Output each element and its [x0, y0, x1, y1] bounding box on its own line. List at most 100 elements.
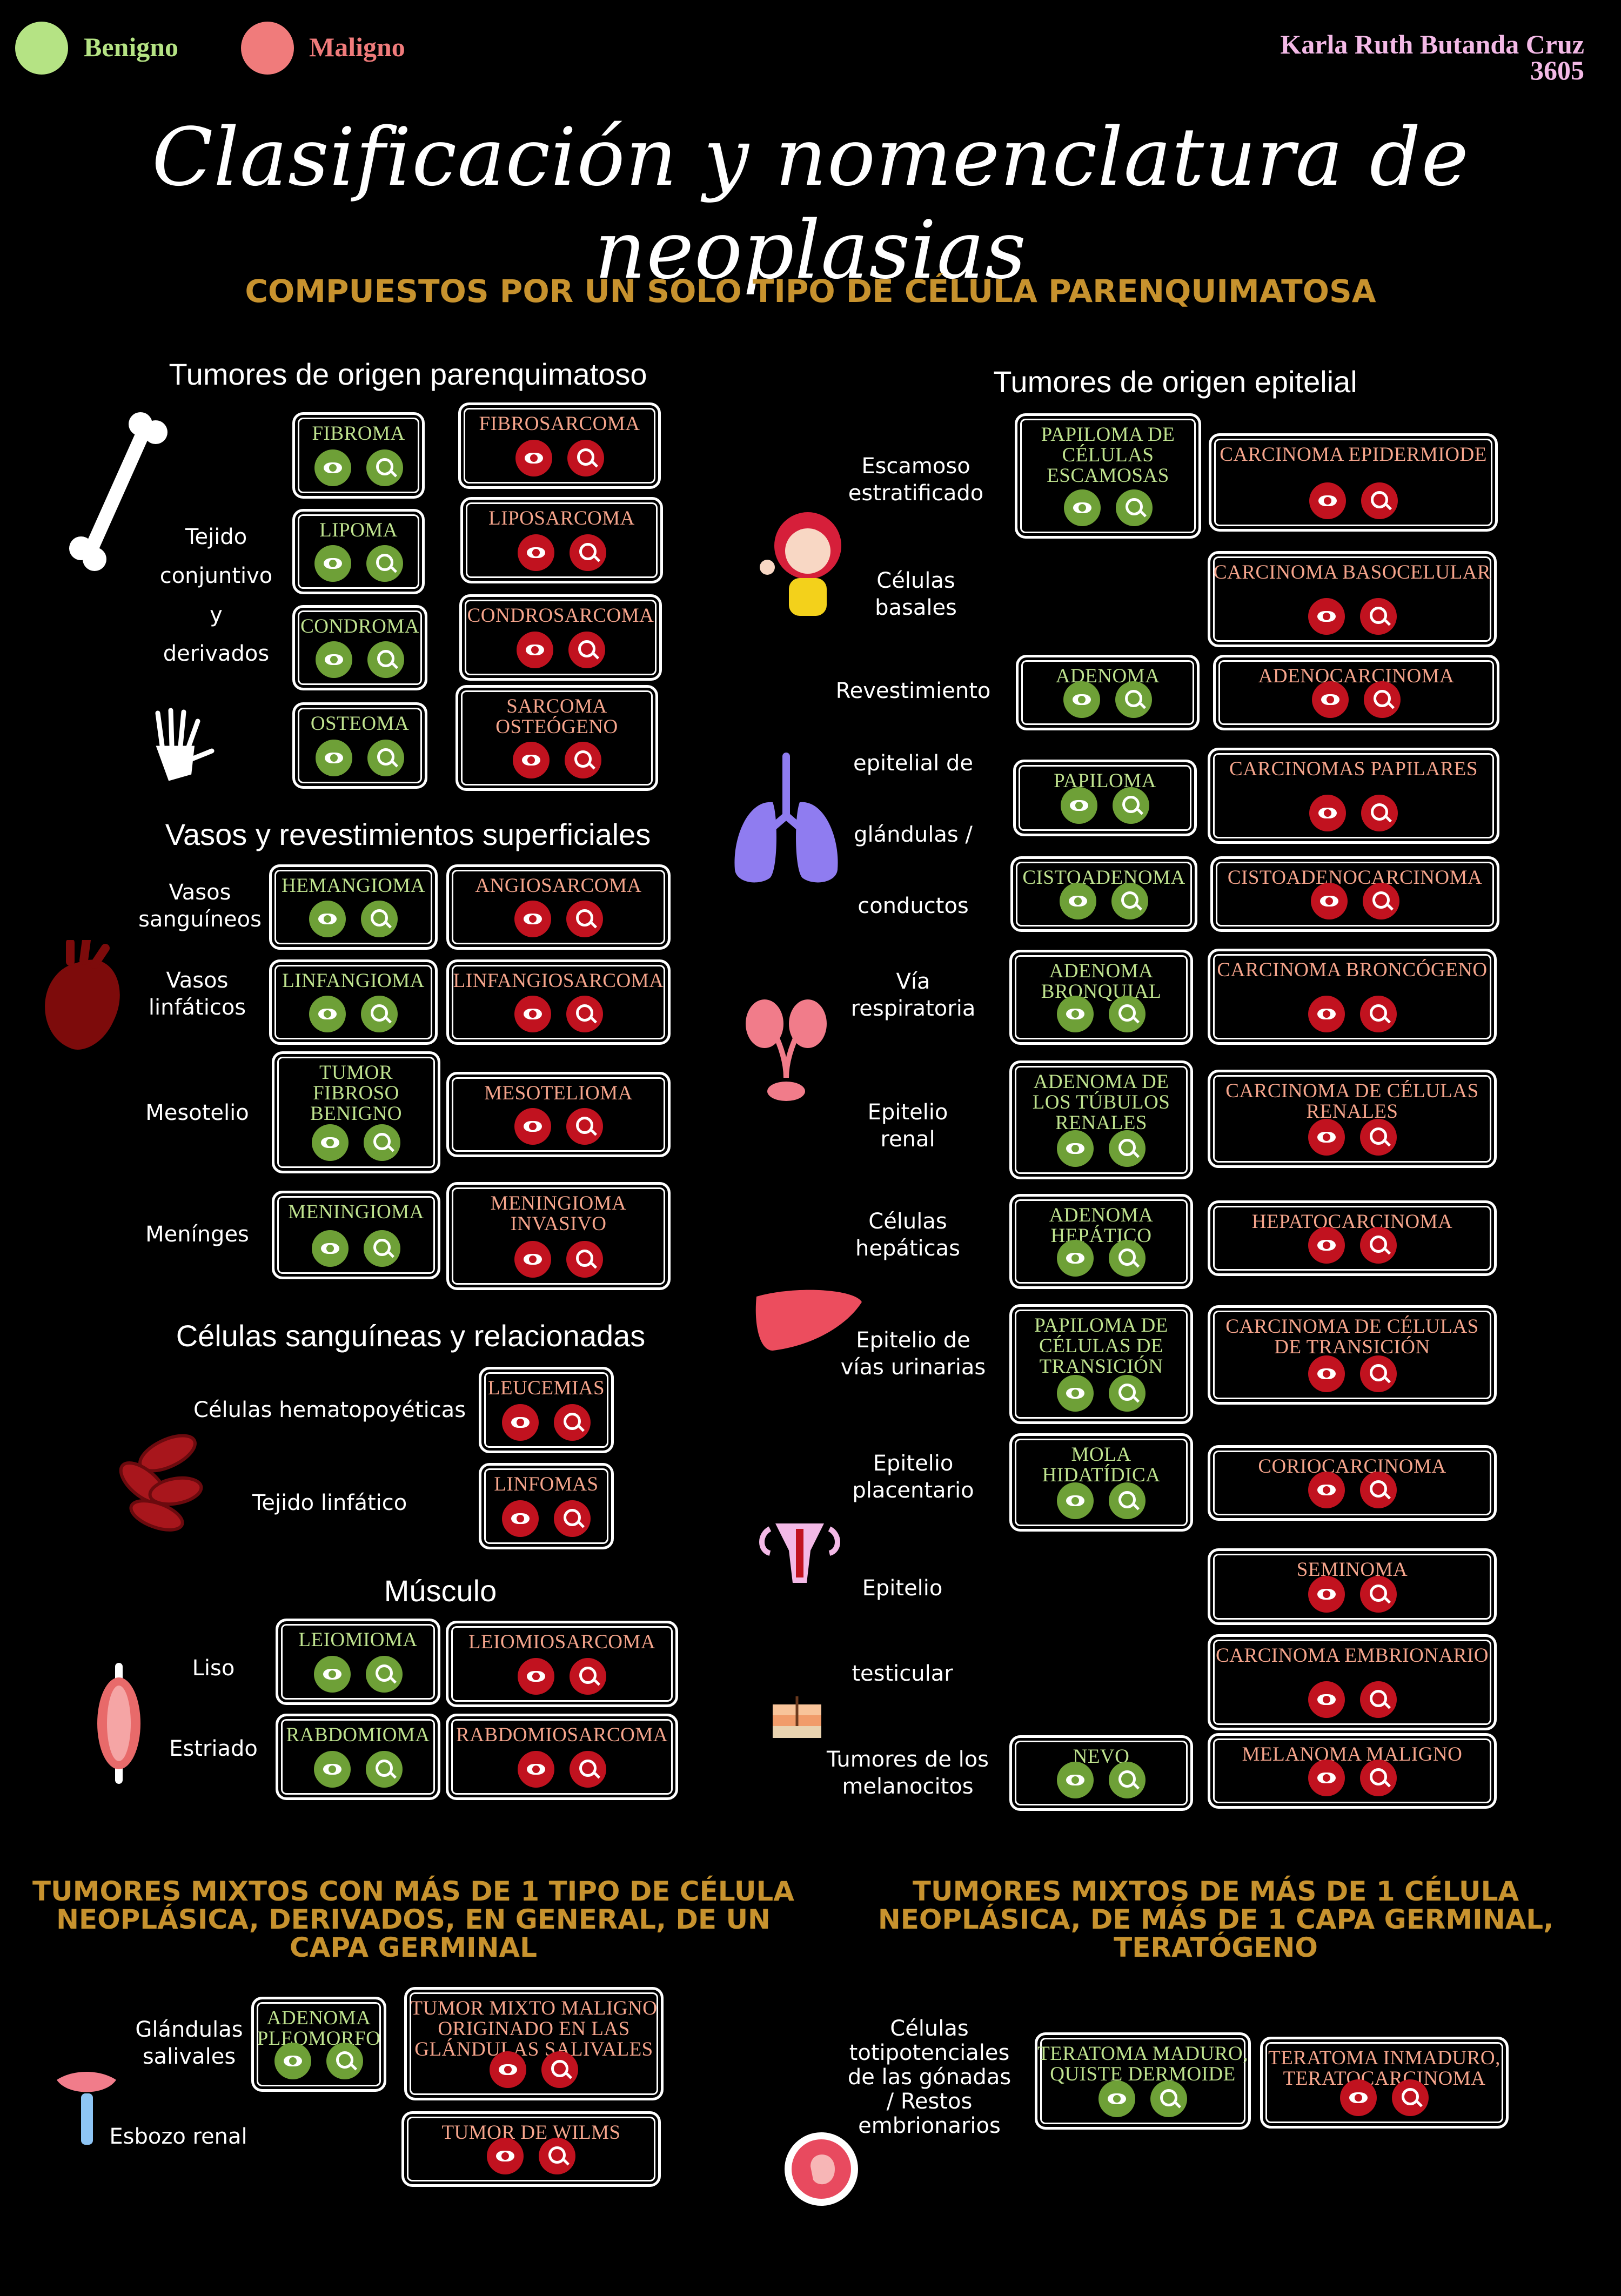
view-button[interactable]: [1308, 598, 1345, 635]
search-button[interactable]: [566, 901, 603, 937]
view-button[interactable]: [1340, 2079, 1377, 2116]
search-button[interactable]: [1109, 1240, 1146, 1277]
view-button[interactable]: [1308, 1119, 1345, 1156]
view-button[interactable]: [1308, 1681, 1345, 1718]
search-button[interactable]: [366, 449, 403, 486]
search-button[interactable]: [554, 1404, 591, 1441]
view-button[interactable]: [487, 2138, 524, 2174]
search-button[interactable]: [567, 440, 604, 476]
view-button[interactable]: [512, 742, 550, 778]
search-button[interactable]: [326, 2043, 363, 2079]
view-button[interactable]: [1057, 996, 1094, 1032]
view-button[interactable]: [309, 996, 346, 1032]
view-button[interactable]: [514, 1108, 551, 1145]
view-button[interactable]: [1061, 787, 1097, 824]
view-button[interactable]: [502, 1500, 539, 1537]
view-button[interactable]: [1098, 2080, 1135, 2117]
view-button[interactable]: [1308, 1472, 1345, 1508]
view-button[interactable]: [312, 1124, 349, 1161]
search-button[interactable]: [570, 1658, 606, 1695]
search-button[interactable]: [1150, 2080, 1187, 2117]
search-button[interactable]: [1109, 1762, 1146, 1798]
search-button[interactable]: [366, 545, 403, 582]
view-button[interactable]: [502, 1404, 539, 1441]
search-button[interactable]: [1359, 996, 1397, 1032]
view-button[interactable]: [517, 534, 554, 571]
view-button[interactable]: [1312, 681, 1349, 718]
search-button[interactable]: [1109, 1482, 1146, 1519]
view-button[interactable]: [1308, 1760, 1345, 1796]
search-button[interactable]: [1359, 1760, 1397, 1796]
view-button[interactable]: [514, 996, 551, 1032]
view-button[interactable]: [1060, 883, 1096, 919]
search-button[interactable]: [569, 534, 606, 571]
search-button[interactable]: [1109, 996, 1146, 1032]
view-button[interactable]: [1057, 1762, 1094, 1798]
search-button[interactable]: [566, 996, 603, 1032]
view-button[interactable]: [312, 1230, 349, 1267]
search-button[interactable]: [367, 641, 404, 678]
view-button[interactable]: [314, 545, 351, 582]
view-button[interactable]: [1308, 1227, 1345, 1264]
view-button[interactable]: [518, 1751, 554, 1788]
view-button[interactable]: [1309, 482, 1346, 519]
search-button[interactable]: [1109, 1130, 1146, 1167]
view-button[interactable]: [1308, 1576, 1345, 1613]
view-button[interactable]: [316, 740, 352, 776]
view-button[interactable]: [515, 440, 552, 476]
search-button[interactable]: [1359, 1355, 1397, 1392]
search-button[interactable]: [1364, 681, 1401, 718]
search-button[interactable]: [1362, 883, 1399, 919]
view-button[interactable]: [1057, 1375, 1094, 1412]
search-button[interactable]: [554, 1500, 591, 1537]
search-button[interactable]: [364, 1124, 400, 1161]
search-button[interactable]: [365, 1656, 403, 1693]
view-button[interactable]: [1057, 1240, 1094, 1277]
search-button[interactable]: [1359, 1227, 1397, 1264]
search-button[interactable]: [1359, 1681, 1397, 1718]
view-button[interactable]: [316, 641, 352, 678]
view-button[interactable]: [518, 1658, 554, 1695]
search-button[interactable]: [566, 1241, 603, 1278]
search-button[interactable]: [539, 2138, 575, 2174]
search-button[interactable]: [1359, 598, 1397, 635]
view-button[interactable]: [1063, 489, 1101, 526]
view-button[interactable]: [1057, 1130, 1094, 1167]
search-button[interactable]: [1359, 1119, 1397, 1156]
search-button[interactable]: [367, 740, 404, 776]
search-button[interactable]: [361, 996, 398, 1032]
search-button[interactable]: [1359, 1472, 1397, 1508]
search-button[interactable]: [1359, 1576, 1397, 1613]
search-button[interactable]: [364, 1230, 400, 1267]
search-button[interactable]: [566, 1108, 603, 1145]
search-button[interactable]: [1111, 883, 1148, 919]
search-button[interactable]: [1361, 482, 1398, 519]
search-button[interactable]: [1113, 787, 1149, 824]
search-button[interactable]: [1392, 2079, 1429, 2116]
view-button[interactable]: [1308, 1355, 1345, 1392]
search-button[interactable]: [361, 901, 398, 937]
view-button[interactable]: [1310, 883, 1348, 919]
search-button[interactable]: [541, 2051, 578, 2088]
search-button[interactable]: [564, 742, 601, 778]
view-button[interactable]: [314, 449, 351, 486]
view-button[interactable]: [313, 1656, 351, 1693]
view-button[interactable]: [1063, 681, 1100, 718]
view-button[interactable]: [514, 901, 551, 937]
search-button[interactable]: [568, 632, 605, 668]
view-button[interactable]: [313, 1751, 351, 1788]
view-button[interactable]: [1309, 795, 1346, 831]
view-button[interactable]: [274, 2043, 311, 2079]
view-button[interactable]: [1057, 1482, 1094, 1519]
view-button[interactable]: [1308, 996, 1345, 1032]
search-button[interactable]: [365, 1751, 403, 1788]
search-button[interactable]: [570, 1751, 606, 1788]
view-button[interactable]: [309, 901, 346, 937]
search-button[interactable]: [1115, 681, 1152, 718]
search-button[interactable]: [1109, 1375, 1146, 1412]
search-button[interactable]: [1361, 795, 1398, 831]
view-button[interactable]: [514, 1241, 551, 1278]
view-button[interactable]: [516, 632, 553, 668]
view-button[interactable]: [490, 2051, 526, 2088]
search-button[interactable]: [1115, 489, 1153, 526]
